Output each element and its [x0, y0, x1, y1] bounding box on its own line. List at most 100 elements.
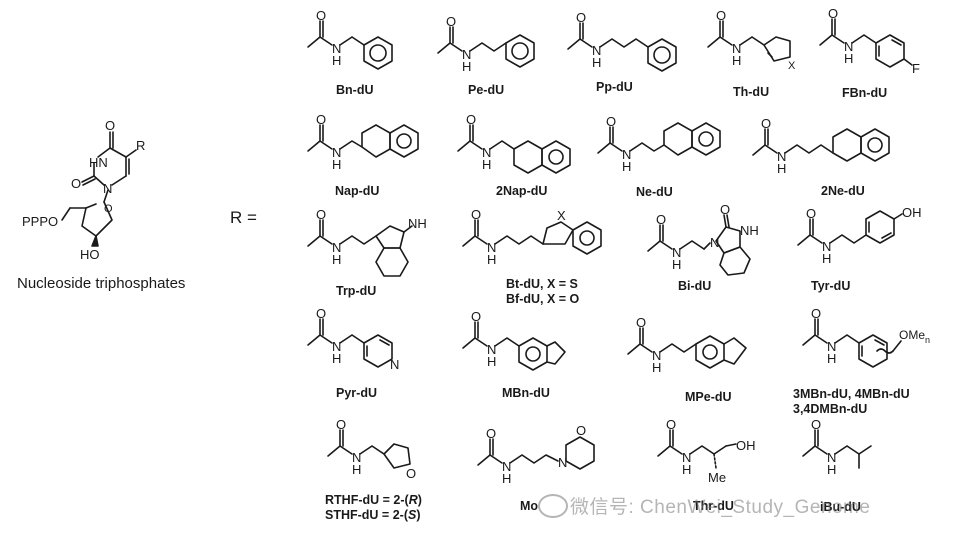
svg-text:O: O — [806, 206, 816, 221]
svg-text:H: H — [827, 462, 836, 477]
svg-text:F: F — [912, 61, 920, 76]
svg-text:O: O — [576, 423, 586, 438]
svg-text:N: N — [558, 455, 567, 470]
svg-text:O: O — [761, 116, 771, 131]
svg-text:NH: NH — [408, 216, 427, 231]
bn-label: Bn-dU — [336, 83, 374, 97]
svg-text:O: O — [316, 8, 326, 23]
svg-text:O: O — [316, 207, 326, 222]
ne-label: Ne-dU — [636, 185, 673, 199]
th-structure: ONH X — [707, 8, 796, 72]
nap-label: Nap-dU — [335, 184, 380, 198]
svg-text:N: N — [827, 339, 836, 354]
svg-text:H: H — [844, 51, 853, 66]
fbn-label: FBn-dU — [842, 86, 888, 100]
mo-label: Mo — [520, 499, 539, 513]
svg-text:H: H — [592, 55, 601, 70]
pp-structure: O NH — [567, 10, 677, 72]
svg-text:N: N — [487, 240, 496, 255]
svg-text:O: O — [636, 315, 646, 330]
svg-text:H: H — [652, 360, 661, 375]
sthf-label: STHF-dU = 2-(S) — [325, 508, 421, 522]
svg-text:N: N — [332, 145, 341, 160]
svg-text:H: H — [352, 462, 361, 477]
svg-text:N: N — [652, 348, 661, 363]
2ne-structure: ONH — [752, 116, 890, 176]
nucleoside-ho-label: HO — [80, 247, 100, 262]
svg-text:N: N — [487, 342, 496, 357]
3mbn-label: 3MBn-dU, 4MBn-dU — [793, 387, 910, 401]
svg-text:H: H — [332, 157, 341, 172]
svg-text:O: O — [316, 306, 326, 321]
rthf-label: RTHF-dU = 2-(R) — [325, 493, 422, 507]
svg-text:O: O — [471, 207, 481, 222]
svg-text:H: H — [732, 53, 741, 68]
bi-structure: ONH NO NH — [647, 202, 759, 276]
svg-text:OH: OH — [902, 205, 922, 220]
mpe-label: MPe-dU — [685, 390, 732, 404]
svg-text:N: N — [462, 47, 471, 62]
svg-text:O: O — [471, 309, 481, 324]
svg-text:O: O — [716, 8, 726, 23]
svg-text:H: H — [777, 161, 786, 176]
svg-text:O: O — [606, 114, 616, 129]
2nap-structure: ONH — [457, 112, 571, 174]
svg-text:O: O — [576, 10, 586, 25]
pp-label: Pp-dU — [596, 80, 633, 94]
svg-text:X: X — [557, 208, 566, 223]
wechat-icon — [538, 494, 568, 518]
svg-text:O: O — [811, 306, 821, 321]
svg-text:H: H — [482, 157, 491, 172]
svg-text:H: H — [502, 471, 511, 486]
nucleoside-ppp-label: PPPO — [22, 214, 58, 229]
tyr-structure: ONH OH — [797, 205, 922, 266]
svg-text:N: N — [710, 235, 719, 250]
svg-text:H: H — [487, 354, 496, 369]
3mbn-structure: ONH OMe n — [802, 306, 930, 368]
mbn-structure: O NH — [462, 309, 566, 371]
svg-text:N: N — [844, 39, 853, 54]
svg-text:O: O — [336, 417, 346, 432]
pyr-structure: ONH N — [307, 306, 399, 372]
svg-text:O: O — [316, 112, 326, 127]
2ne-label: 2Ne-dU — [821, 184, 865, 198]
thf-structure: ONH O — [327, 417, 416, 481]
svg-text:Me: Me — [708, 470, 726, 485]
pyr-label: Pyr-dU — [336, 386, 377, 400]
svg-text:N: N — [592, 43, 601, 58]
svg-text:H: H — [672, 257, 681, 272]
bt-label: Bt-dU, X = S — [506, 277, 578, 291]
svg-text:N: N — [622, 147, 631, 162]
pe-structure: ONH — [437, 14, 535, 74]
svg-text:O: O — [720, 202, 730, 217]
svg-text:H: H — [332, 53, 341, 68]
bf-label: Bf-dU, X = O — [506, 292, 580, 306]
svg-text:NH: NH — [740, 223, 759, 238]
thr-structure: O NH OH Me — [657, 417, 756, 485]
svg-text:O: O — [666, 417, 676, 432]
svg-text:N: N — [672, 245, 681, 260]
svg-text:N: N — [827, 450, 836, 465]
svg-text:N: N — [332, 240, 341, 255]
svg-text:O: O — [811, 417, 821, 432]
svg-text:n: n — [925, 335, 930, 345]
r-equals-label: R = — [230, 208, 257, 227]
pe-label: Pe-dU — [468, 83, 505, 97]
watermark-text: 微信号: ChenWei_Study_Genome — [570, 497, 871, 518]
svg-text:H: H — [332, 252, 341, 267]
svg-text:X: X — [788, 60, 796, 72]
nucleoside-hn-label: HN — [89, 155, 108, 170]
svg-text:O: O — [486, 426, 496, 441]
svg-text:O: O — [446, 14, 456, 29]
svg-text:N: N — [502, 459, 511, 474]
svg-text:N: N — [482, 145, 491, 160]
svg-text:H: H — [827, 351, 836, 366]
fbn-structure: ONH F — [819, 6, 920, 76]
svg-text:N: N — [390, 357, 399, 372]
svg-text:H: H — [682, 462, 691, 477]
svg-text:N: N — [682, 450, 691, 465]
svg-text:H: H — [332, 351, 341, 366]
svg-text:OH: OH — [736, 438, 756, 453]
2nap-label: 2Nap-dU — [496, 184, 548, 198]
nucleoside-caption: Nucleoside triphosphates — [17, 275, 186, 292]
